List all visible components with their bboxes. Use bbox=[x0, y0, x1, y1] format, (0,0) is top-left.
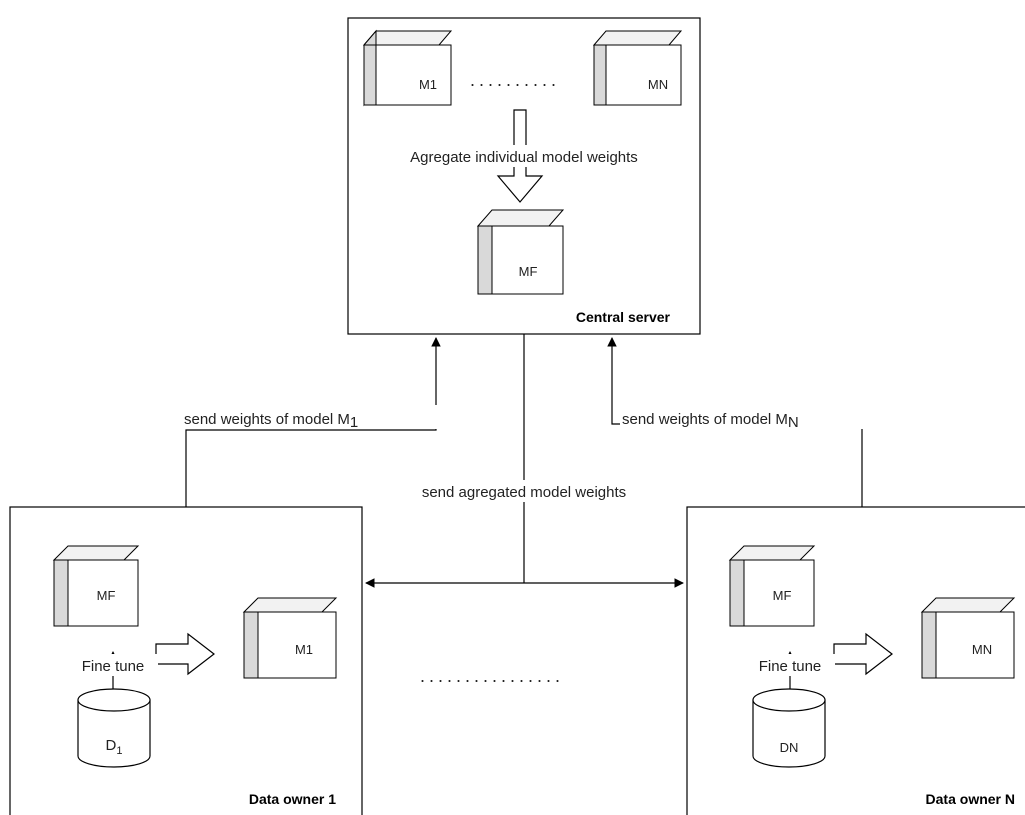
model-label-mf-ownern: MF bbox=[773, 588, 792, 603]
dataset-d1: D1 bbox=[77, 688, 151, 768]
fine-tune-label-owner1: Fine tune bbox=[82, 658, 145, 675]
data-owner-1-title: Data owner 1 bbox=[249, 791, 336, 807]
edge-label-send-mn-main: send weights of model M bbox=[622, 411, 788, 428]
model-ellipsis: .......... bbox=[470, 70, 560, 90]
central-server-box: Central server M1 .......... MN Agregate… bbox=[347, 17, 701, 335]
ownern-transform-arrow bbox=[833, 632, 893, 676]
edge-label-send-aggregated: send agregated model weights bbox=[422, 484, 626, 501]
aggregate-label: Agregate individual model weights bbox=[410, 149, 638, 166]
dataset-dn: DN bbox=[752, 688, 826, 768]
data-owner-1-box: Data owner 1 MF M1 Fine tune D1 bbox=[9, 506, 363, 815]
model-cube-mf-owner1: MF bbox=[52, 545, 140, 627]
model-label-mf-central: MF bbox=[519, 264, 538, 279]
model-cube-mn-ownern: MN bbox=[920, 597, 1016, 679]
dataset-label-d1-sub: 1 bbox=[116, 745, 122, 757]
dataset-label-d1: D1 bbox=[106, 737, 123, 757]
data-owner-n-box: Data owner N MF MN Fine tune DN bbox=[686, 506, 1025, 815]
edge-label-send-m1: send weights of model M1 bbox=[184, 411, 358, 431]
edge-label-send-m1-sub: 1 bbox=[350, 414, 358, 431]
edge-send-aggregated: send agregated model weights bbox=[365, 334, 684, 588]
data-owner-n-title: Data owner N bbox=[926, 791, 1015, 807]
edge-label-send-m1-main: send weights of model M bbox=[184, 411, 350, 428]
edge-send-mn: send weights of model MN bbox=[607, 337, 870, 507]
model-cube-mn: MN bbox=[592, 30, 683, 106]
model-label-m1-owner1: M1 bbox=[295, 642, 313, 657]
model-cube-m1-owner1: M1 bbox=[242, 597, 338, 679]
edge-label-send-mn: send weights of model MN bbox=[622, 411, 799, 431]
edge-send-m1: send weights of model M1 bbox=[180, 337, 442, 507]
model-cube-mf-ownern: MF bbox=[728, 545, 816, 627]
dataset-label-d1-main: D bbox=[106, 737, 117, 754]
owners-ellipsis: ................ bbox=[420, 666, 564, 686]
owner1-transform-arrow bbox=[155, 632, 215, 676]
model-label-mn: MN bbox=[648, 77, 668, 92]
fine-tune-label-ownern: Fine tune bbox=[759, 658, 822, 675]
central-server-title: Central server bbox=[576, 309, 671, 325]
model-label-mf-owner1: MF bbox=[97, 588, 116, 603]
model-cube-m1: M1 bbox=[362, 29, 453, 107]
model-cube-mf-central: MF bbox=[476, 209, 565, 295]
dataset-label-dn: DN bbox=[780, 740, 799, 755]
model-label-m1: M1 bbox=[419, 77, 437, 92]
edge-label-send-mn-sub: N bbox=[788, 414, 799, 431]
model-label-mn-ownern: MN bbox=[972, 642, 992, 657]
